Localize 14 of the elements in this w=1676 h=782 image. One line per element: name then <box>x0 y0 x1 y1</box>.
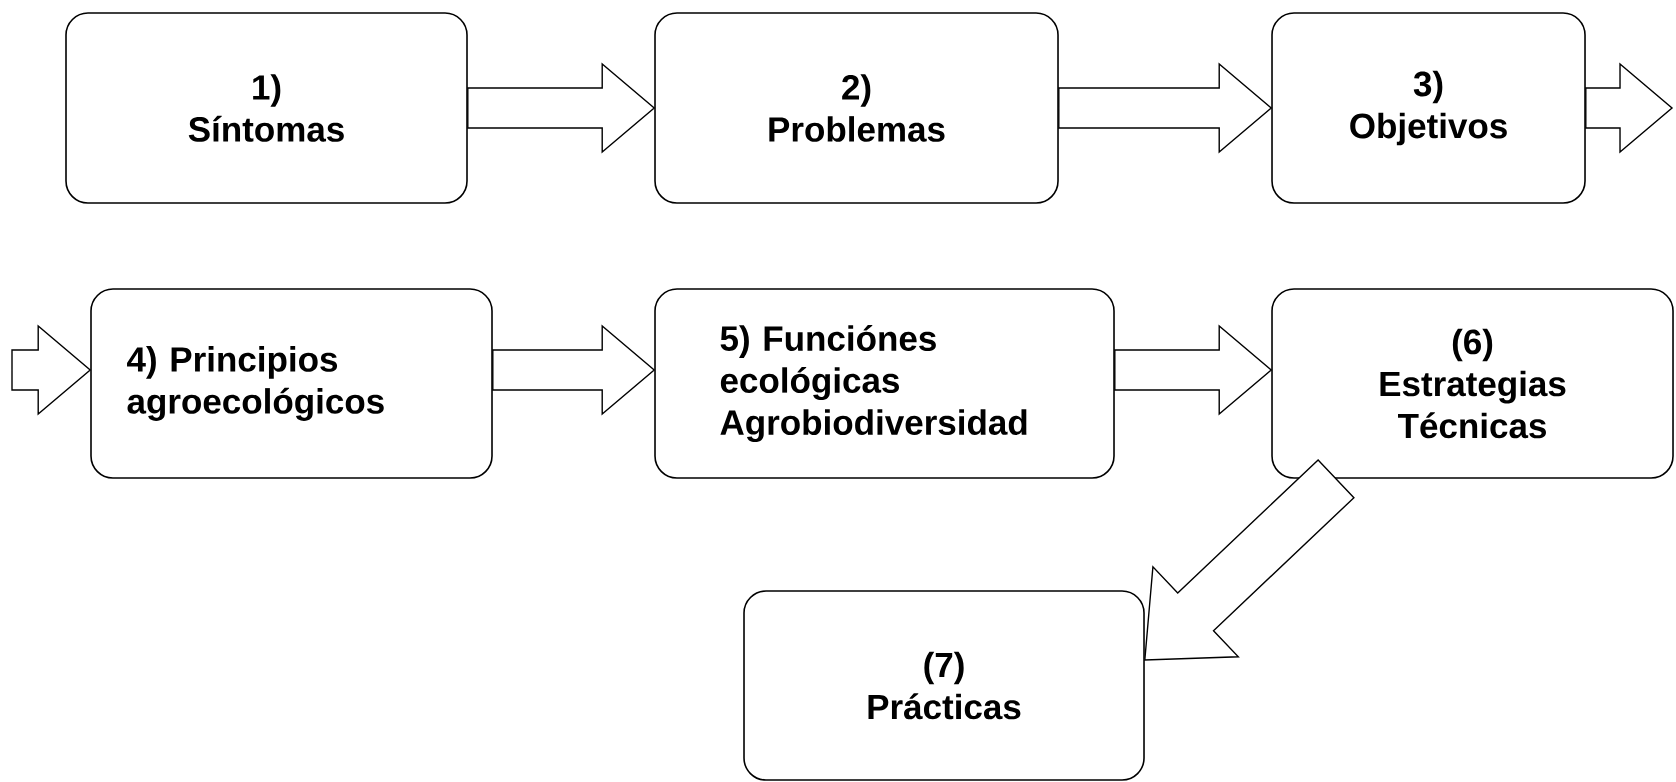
block-arrow <box>1585 62 1674 154</box>
block-arrow <box>492 324 656 416</box>
process-box: (6) Estrategias Técnicas <box>1271 288 1674 479</box>
block-arrow <box>467 62 656 154</box>
process-box: 5) Funciónes ecológicas Agrobiodiversidad <box>654 288 1115 479</box>
process-box: 2) Problemas <box>654 12 1059 204</box>
block-arrow <box>1058 62 1273 154</box>
process-box: 4) Principios agroecológicos <box>90 288 493 479</box>
process-box: (7) Prácticas <box>743 590 1145 781</box>
process-box: 1) Síntomas <box>65 12 468 204</box>
process-box: 3) Objetivos <box>1271 12 1586 204</box>
block-arrow <box>1114 324 1273 416</box>
block-arrow <box>1144 458 1355 661</box>
block-arrow <box>11 324 92 416</box>
